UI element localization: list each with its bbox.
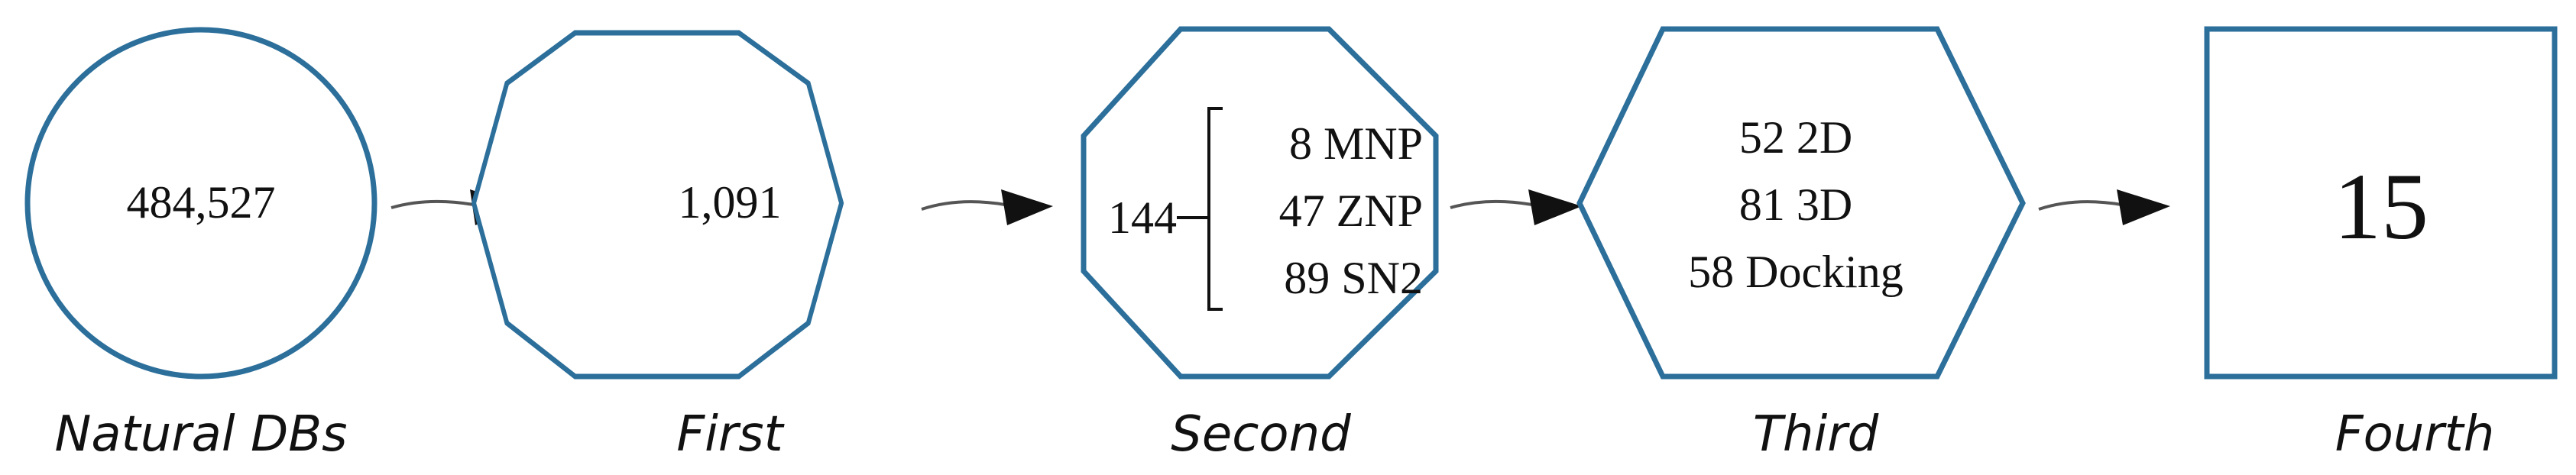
stage-value: 1,091: [679, 177, 782, 228]
stage-natural-dbs: 484,527: [24, 27, 377, 380]
label-first: First: [676, 406, 785, 463]
decagon-shape: [471, 30, 844, 380]
third-item-3: 58 Docking: [1688, 247, 1904, 297]
stage-value: 15: [2334, 154, 2429, 259]
square-shape: [2204, 26, 2558, 380]
stage-value: 484,527: [127, 177, 276, 228]
second-item-1: 8 MNP: [1289, 118, 1423, 169]
circle-shape: [24, 27, 377, 380]
stage-second: 144 8 MNP 47 ZNP 89 SN2: [1081, 26, 1439, 380]
label-natural-dbs: Natural DBs: [55, 406, 348, 463]
label-third: Third: [1753, 406, 1879, 463]
label-second: Second: [1171, 406, 1351, 463]
label-fourth: Fourth: [2335, 406, 2495, 463]
third-item-2: 81 3D: [1739, 179, 1852, 230]
hexagon-shape: [1576, 26, 2026, 380]
octagon-shape: [1081, 26, 1439, 380]
stage-first: 1,091: [471, 30, 844, 380]
arrow-4: [2038, 189, 2170, 225]
arrow-3: [1450, 189, 1582, 225]
stage-fourth: 15: [2204, 26, 2558, 380]
third-item-1: 52 2D: [1739, 112, 1852, 163]
stage-third: 52 2D 81 3D 58 Docking: [1576, 26, 2026, 380]
second-item-3: 89 SN2: [1284, 253, 1423, 303]
second-item-2: 47 ZNP: [1279, 186, 1423, 236]
second-total: 144: [1108, 192, 1177, 243]
breakdown-bracket: [1177, 107, 1223, 311]
arrow-2: [921, 189, 1053, 225]
